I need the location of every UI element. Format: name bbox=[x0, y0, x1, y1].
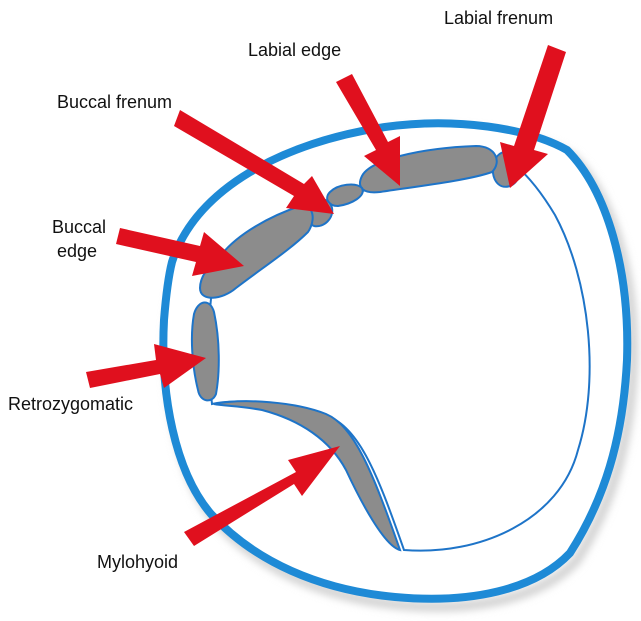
label-buccal-edge-line2: edge bbox=[57, 240, 97, 262]
label-buccal-frenum: Buccal frenum bbox=[57, 91, 172, 113]
label-labial-edge: Labial edge bbox=[248, 39, 341, 61]
label-mylohyoid: Mylohyoid bbox=[97, 551, 178, 573]
label-labial-frenum: Labial frenum bbox=[444, 7, 553, 29]
label-buccal-edge-line1: Buccal bbox=[52, 216, 106, 238]
label-retrozygomatic: Retrozygomatic bbox=[8, 393, 133, 415]
